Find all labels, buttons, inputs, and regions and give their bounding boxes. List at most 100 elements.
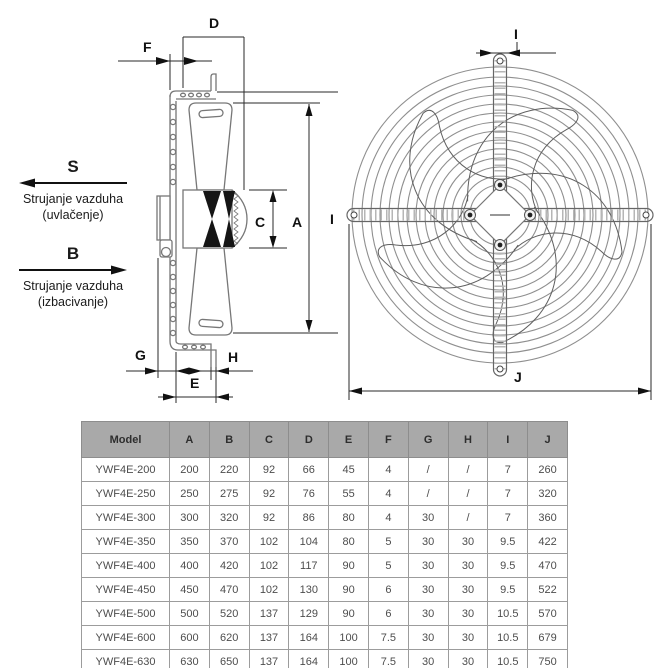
front-view: I J [346, 26, 654, 400]
value-cell: 470 [527, 553, 568, 578]
value-cell: 117 [288, 553, 330, 578]
discharge-label-line1: Strujanje vazduha [22, 279, 124, 293]
value-cell: 220 [208, 457, 250, 482]
value-cell: 92 [248, 481, 290, 506]
model-cell: YWF4E-630 [81, 649, 170, 668]
suction-symbol: S [67, 157, 79, 176]
value-cell: 137 [248, 649, 290, 668]
motor-hatch [203, 191, 235, 247]
value-cell: 200 [169, 457, 210, 482]
suction-label-line2: (uvlačenje) [42, 208, 104, 222]
value-cell: 450 [169, 577, 210, 602]
value-cell: 130 [288, 577, 330, 602]
column-header-h: H [447, 421, 489, 458]
plate-holes [169, 103, 177, 337]
value-cell: / [447, 505, 489, 530]
value-cell: 30 [407, 577, 449, 602]
value-cell: 30 [447, 529, 489, 554]
value-cell: 55 [328, 481, 369, 506]
dim-label-C: C [255, 214, 265, 230]
column-header-d: D [288, 421, 330, 458]
value-cell: 45 [328, 457, 369, 482]
column-header-i: I [487, 421, 529, 458]
value-cell: 7 [487, 481, 529, 506]
model-cell: YWF4E-200 [81, 457, 170, 482]
value-cell: 102 [248, 553, 290, 578]
value-cell: 102 [248, 577, 290, 602]
value-cell: 600 [169, 625, 210, 650]
value-cell: 400 [169, 553, 210, 578]
value-cell: 137 [248, 625, 290, 650]
value-cell: 7.5 [367, 625, 409, 650]
value-cell: 9.5 [487, 529, 529, 554]
value-cell: / [407, 457, 449, 482]
dim-label-A: A [292, 214, 302, 230]
value-cell: 260 [527, 457, 568, 482]
dim-label-E: E [190, 375, 199, 391]
value-cell: 522 [527, 577, 568, 602]
column-header-c: C [248, 421, 290, 458]
value-cell: 102 [248, 529, 290, 554]
value-cell: 300 [169, 505, 210, 530]
model-cell: YWF4E-450 [81, 577, 170, 602]
column-header-f: F [367, 421, 409, 458]
value-cell: 4 [367, 457, 409, 482]
model-cell: YWF4E-400 [81, 553, 170, 578]
value-cell: 100 [328, 649, 369, 668]
value-cell: 30 [447, 553, 489, 578]
value-cell: 520 [208, 601, 250, 626]
value-cell: 86 [288, 505, 330, 530]
value-cell: 650 [208, 649, 250, 668]
value-cell: 350 [169, 529, 210, 554]
value-cell: 6 [367, 601, 409, 626]
value-cell: 100 [328, 625, 369, 650]
value-cell: 80 [328, 529, 369, 554]
value-cell: 4 [367, 481, 409, 506]
dim-label-G: G [135, 347, 146, 363]
dim-label-I: I [514, 26, 518, 42]
value-cell: 750 [527, 649, 568, 668]
value-cell: 30 [407, 505, 449, 530]
value-cell: 30 [447, 649, 489, 668]
column-header-model: Model [81, 421, 170, 458]
column-header-b: B [208, 421, 250, 458]
value-cell: / [407, 481, 449, 506]
airflow-suction: S Strujanje vazduha (uvlačenje) [6, 158, 140, 223]
dim-label-D: D [209, 15, 219, 31]
value-cell: 104 [288, 529, 330, 554]
right-arrow-icon [19, 265, 127, 275]
value-cell: 164 [288, 625, 330, 650]
model-cell: YWF4E-250 [81, 481, 170, 506]
left-arrow-icon [19, 178, 127, 188]
value-cell: 66 [288, 457, 330, 482]
value-cell: 80 [328, 505, 369, 530]
value-cell: 9.5 [487, 553, 529, 578]
value-cell: 9.5 [487, 577, 529, 602]
column-header-e: E [328, 421, 369, 458]
suction-label-line1: Strujanje vazduha [22, 192, 124, 206]
value-cell: 90 [328, 601, 369, 626]
value-cell: 129 [288, 601, 330, 626]
value-cell: 570 [527, 601, 568, 626]
value-cell: 30 [407, 649, 449, 668]
value-cell: 90 [328, 553, 369, 578]
value-cell: 10.5 [487, 601, 529, 626]
value-cell: 679 [527, 625, 568, 650]
value-cell: 76 [288, 481, 330, 506]
value-cell: 620 [208, 625, 250, 650]
value-cell: 275 [208, 481, 250, 506]
value-cell: 137 [248, 601, 290, 626]
value-cell: / [447, 457, 489, 482]
dim-label-J: J [514, 369, 522, 385]
dim-I [476, 42, 556, 57]
airflow-legend: S Strujanje vazduha (uvlačenje) B Struja… [6, 158, 140, 332]
